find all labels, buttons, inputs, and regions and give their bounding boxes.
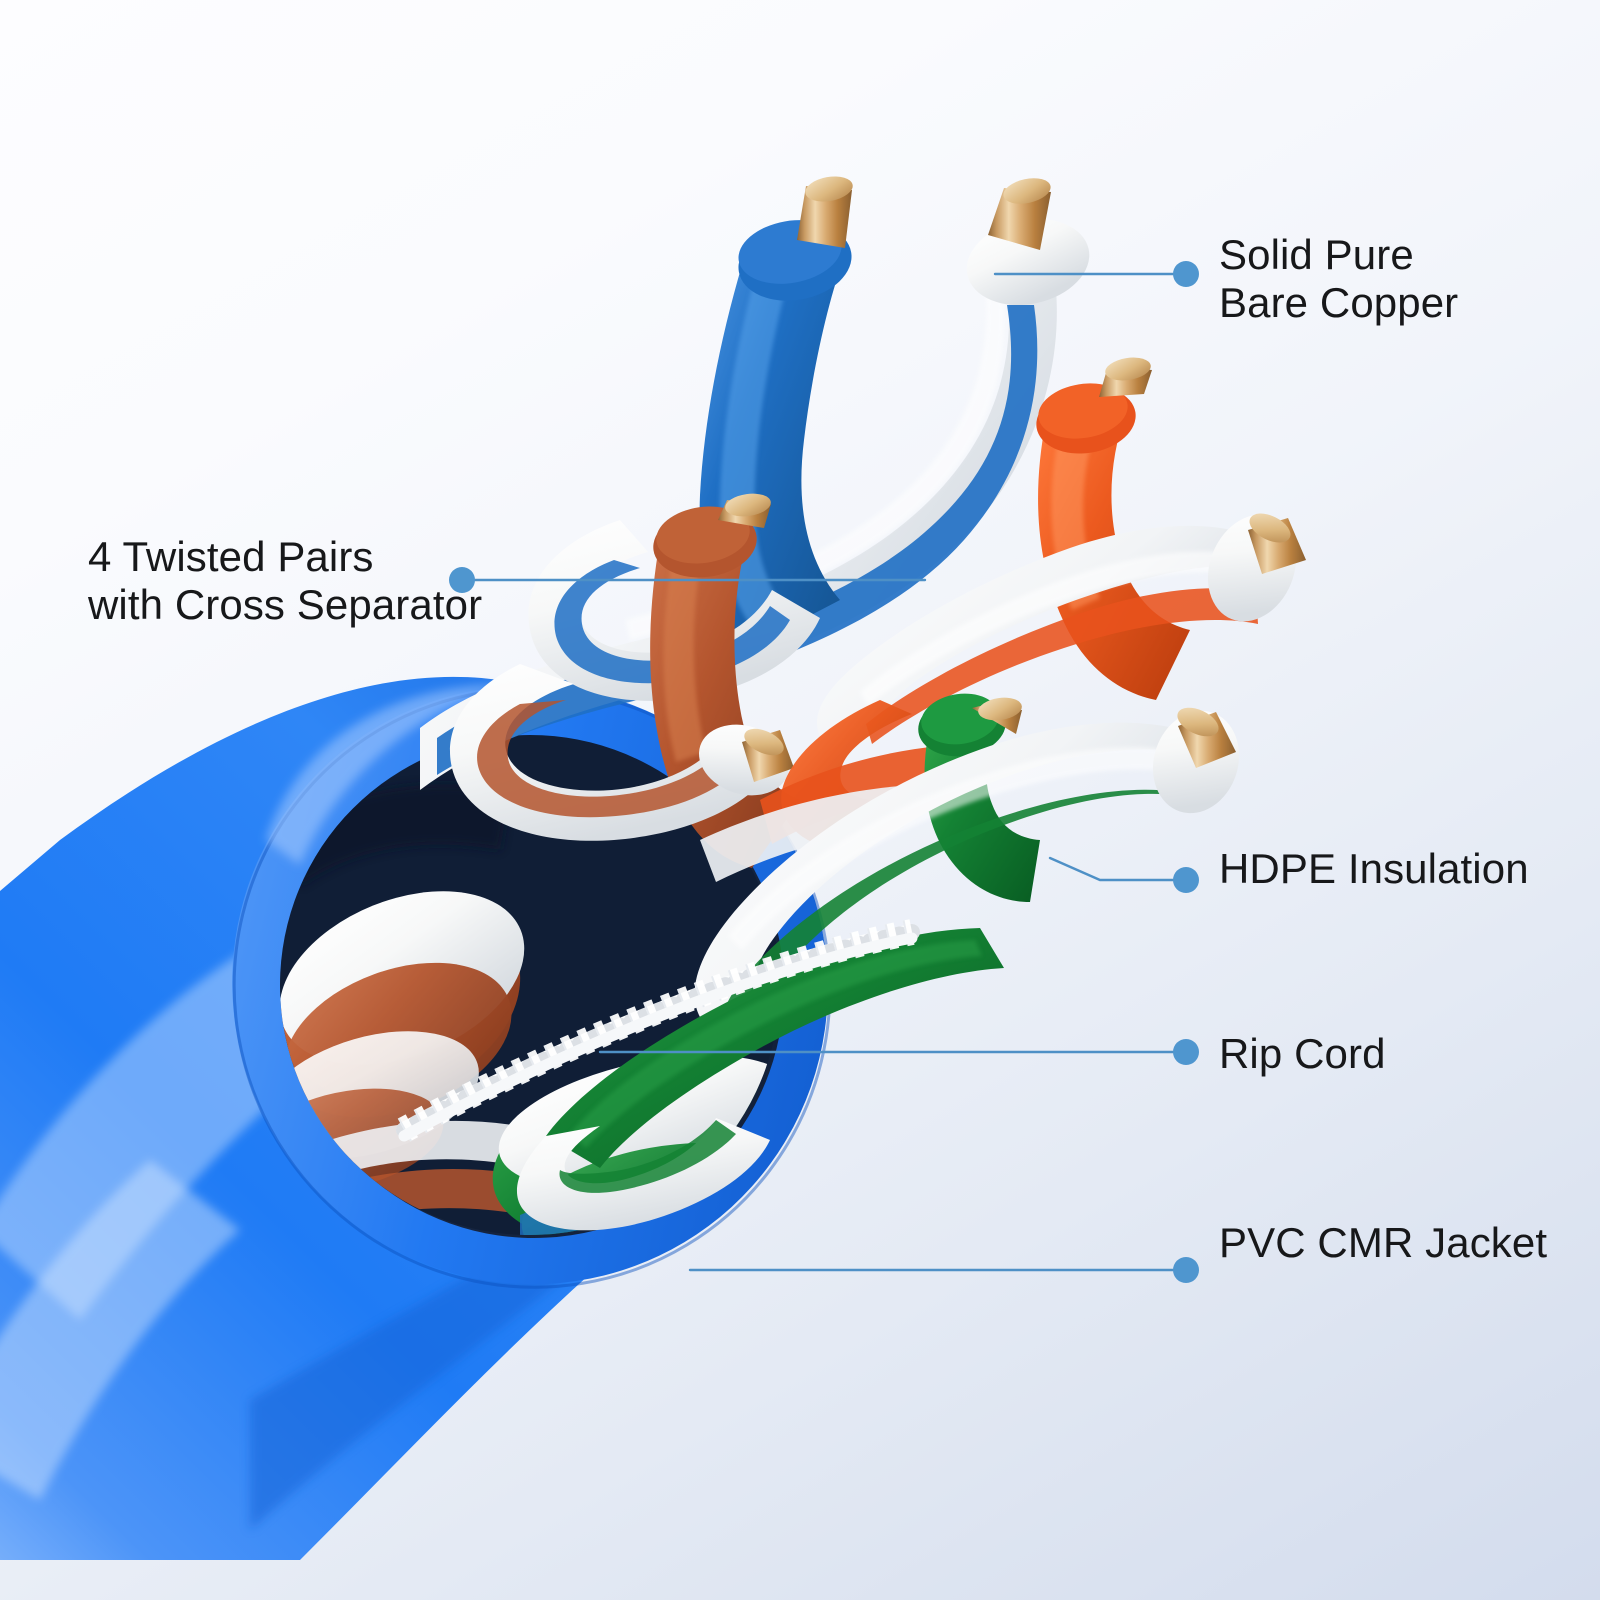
- leader-dot-pvc-cmr-jacket: [1173, 1257, 1199, 1283]
- leader-dot-solid-pure-bare-copper: [1173, 261, 1199, 287]
- copper-conductor-white-blue: [988, 178, 1051, 250]
- callout-label-four-twisted-pairs: 4 Twisted Pairs with Cross Separator: [88, 533, 483, 628]
- green-lower-strand: [516, 928, 1004, 1231]
- callout-label-pvc-cmr-jacket: PVC CMR Jacket: [1219, 1219, 1548, 1266]
- leader-dot-four-twisted-pairs: [449, 567, 475, 593]
- leader-dot-rip-cord: [1173, 1039, 1199, 1065]
- callout-label-rip-cord: Rip Cord: [1219, 1030, 1386, 1077]
- callout-leaders: [449, 261, 1199, 1283]
- copper-conductor-green: [972, 697, 1022, 734]
- copper-conductor-orange: [1099, 357, 1152, 397]
- callout-label-solid-pure-bare-copper: Solid Pure Bare Copper: [1219, 231, 1459, 326]
- pair-orange-band: [700, 700, 944, 882]
- leader-dot-hdpe-insulation: [1173, 867, 1199, 893]
- callout-label-hdpe-insulation: HDPE Insulation: [1219, 845, 1529, 892]
- leader-line-hdpe-insulation: [1048, 856, 1188, 882]
- pair-brown-white-strand: [449, 664, 794, 841]
- rip-cord: [396, 919, 920, 1142]
- copper-conductor-blue: [797, 176, 853, 248]
- copper-conductor-white-orange: [1248, 513, 1306, 574]
- copper-conductor-white-brown: [742, 728, 794, 782]
- copper-conductor-white-green: [1177, 707, 1236, 768]
- copper-conductor-brown: [718, 493, 771, 528]
